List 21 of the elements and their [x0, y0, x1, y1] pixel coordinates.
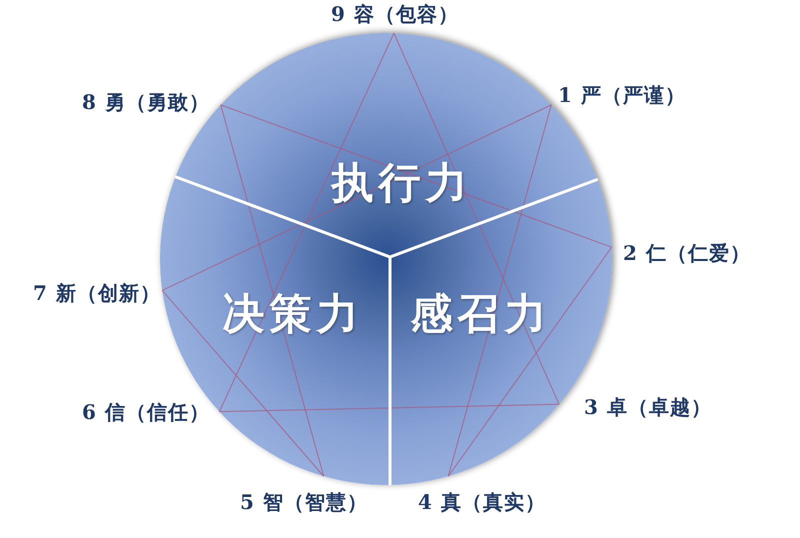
trait-label: 9 容（包容）: [331, 3, 459, 26]
connector-line: [448, 104, 552, 477]
trait-label: 8 勇（勇敢）: [82, 91, 210, 114]
trait-label: 5 智（智慧）: [240, 491, 368, 514]
connector-line: [220, 104, 612, 248]
trait-label: 4 真（真实）: [418, 491, 546, 514]
connector-line: [393, 32, 560, 405]
trait-label: 7 新（创新）: [33, 282, 161, 305]
connector-line: [220, 104, 324, 477]
trait-label: 2 仁（仁爱）: [623, 242, 751, 265]
trait-label: 6 信（信任）: [82, 401, 210, 424]
connector-line: [162, 290, 324, 477]
sector-label: 执行力: [332, 162, 472, 204]
sector-label: 决策力: [222, 293, 364, 335]
connector-line: [218, 404, 560, 412]
connector-line: [218, 32, 394, 412]
connector-line: [162, 104, 552, 291]
trait-label: 3 卓（卓越）: [584, 396, 712, 419]
sector-label: 感召力: [410, 293, 552, 335]
trait-label: 1 严（严谨）: [558, 84, 686, 107]
connector-line: [448, 246, 612, 477]
